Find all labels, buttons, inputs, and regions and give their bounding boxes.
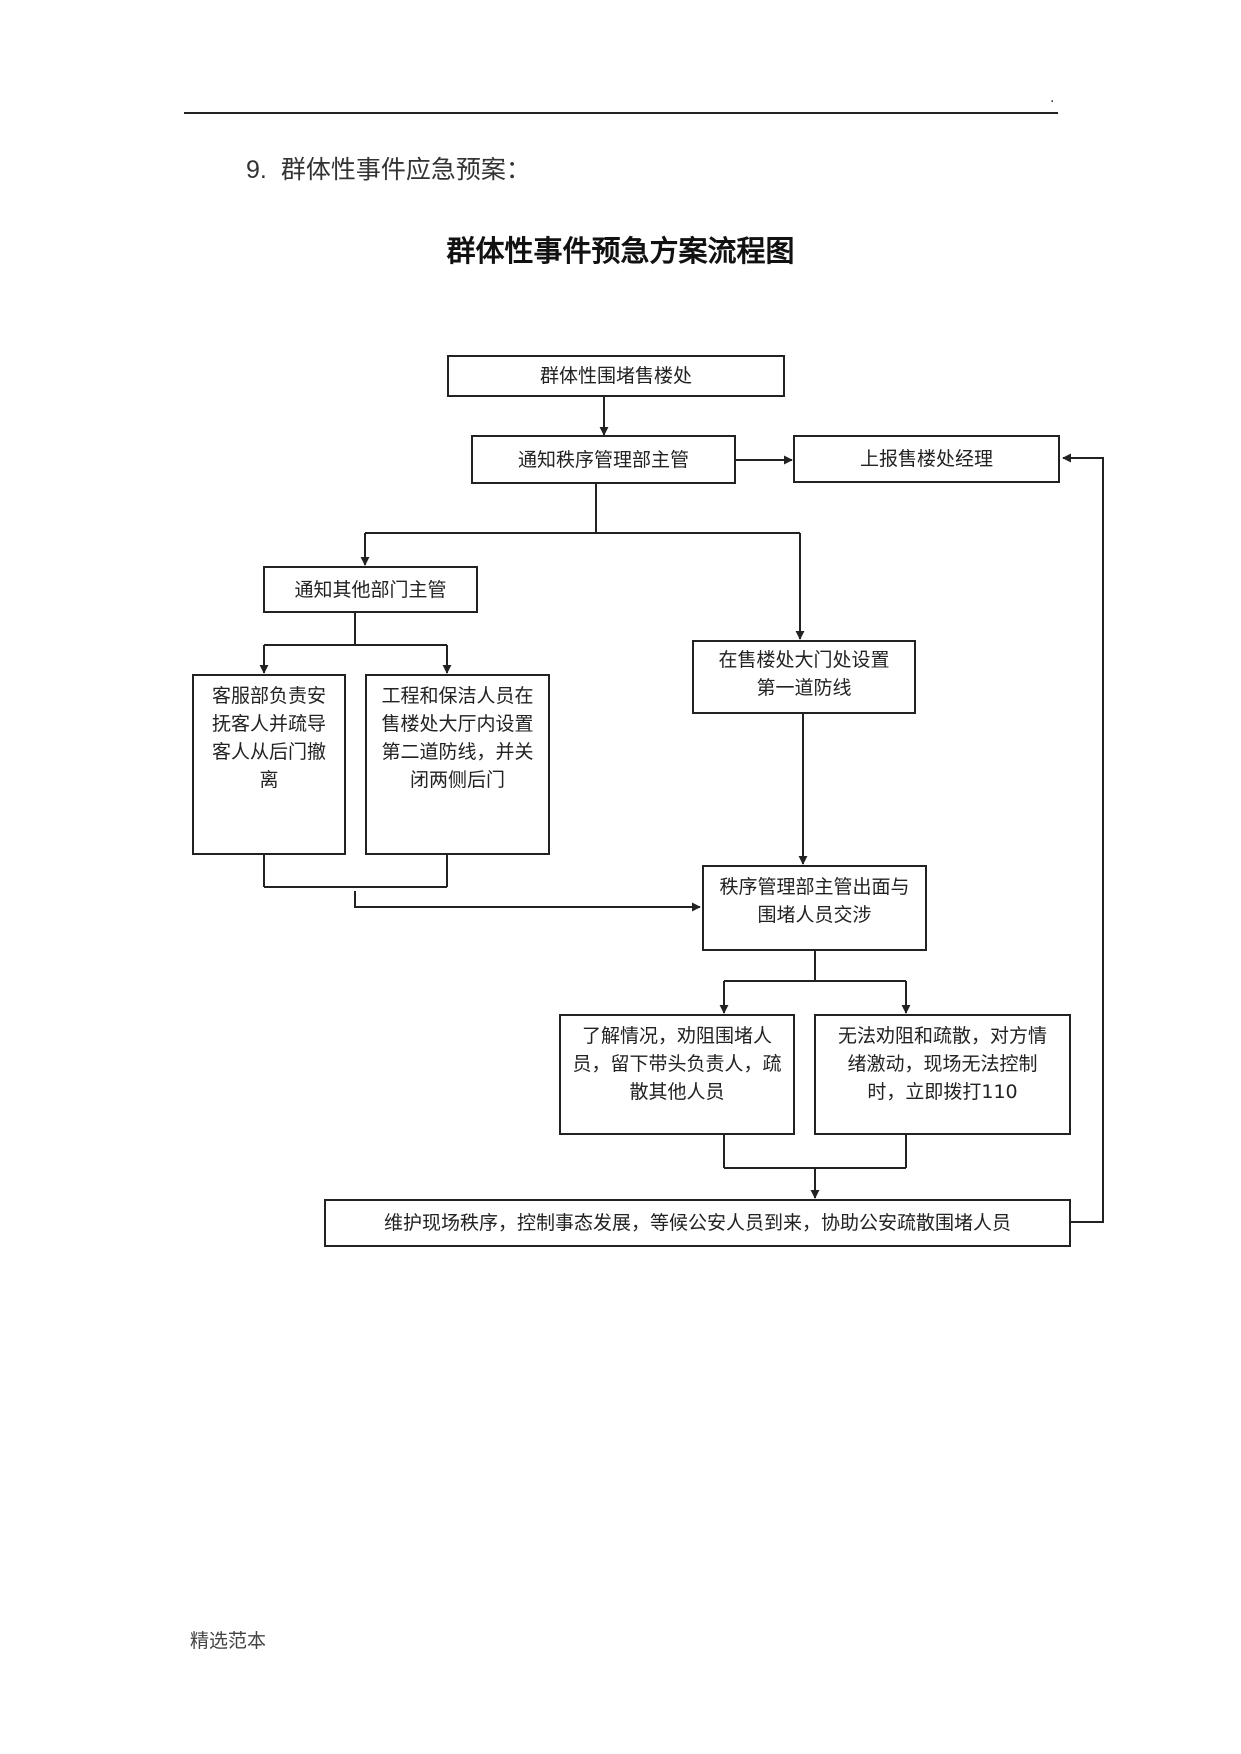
section-title: 群体性事件应急预案：: [280, 155, 531, 184]
node-customer-service: 客服部负责安抚客人并疏导客人从后门撤离: [192, 674, 346, 855]
node-second-defense: 工程和保洁人员在售楼处大厅内设置第二道防线，并关闭两侧后门: [365, 674, 550, 855]
node-first-defense: 在售楼处大门处设置第一道防线: [692, 640, 916, 714]
node-notify-order: 通知秩序管理部主管: [471, 435, 736, 484]
node-notify-others: 通知其他部门主管: [263, 566, 478, 613]
arrow-feedback-to-report: [1062, 453, 1104, 1223]
footer-note: 精选范本: [190, 1630, 267, 1652]
node-call-police: 无法劝阻和疏散，对方情绪激动，现场无法控制时，立即拨打110: [814, 1014, 1071, 1135]
node-start: 群体性围堵售楼处: [447, 355, 785, 397]
header-dot: .: [1050, 90, 1055, 106]
diagram-title: 群体性事件预急方案流程图: [446, 234, 795, 268]
section-heading: 9. 群体性事件应急预案：: [246, 150, 531, 186]
section-number: 9.: [246, 156, 267, 184]
node-maintain: 维护现场秩序，控制事态发展，等候公安人员到来，协助公安疏散围堵人员: [324, 1199, 1071, 1247]
node-report-manager: 上报售楼处经理: [793, 435, 1060, 483]
arrow-merge-to-negotiate: [354, 891, 701, 912]
node-persuade: 了解情况，劝阻围堵人员，留下带头负责人，疏散其他人员: [559, 1014, 795, 1135]
header-rule: [184, 112, 1058, 114]
node-negotiate: 秩序管理部主管出面与围堵人员交涉: [702, 865, 927, 951]
